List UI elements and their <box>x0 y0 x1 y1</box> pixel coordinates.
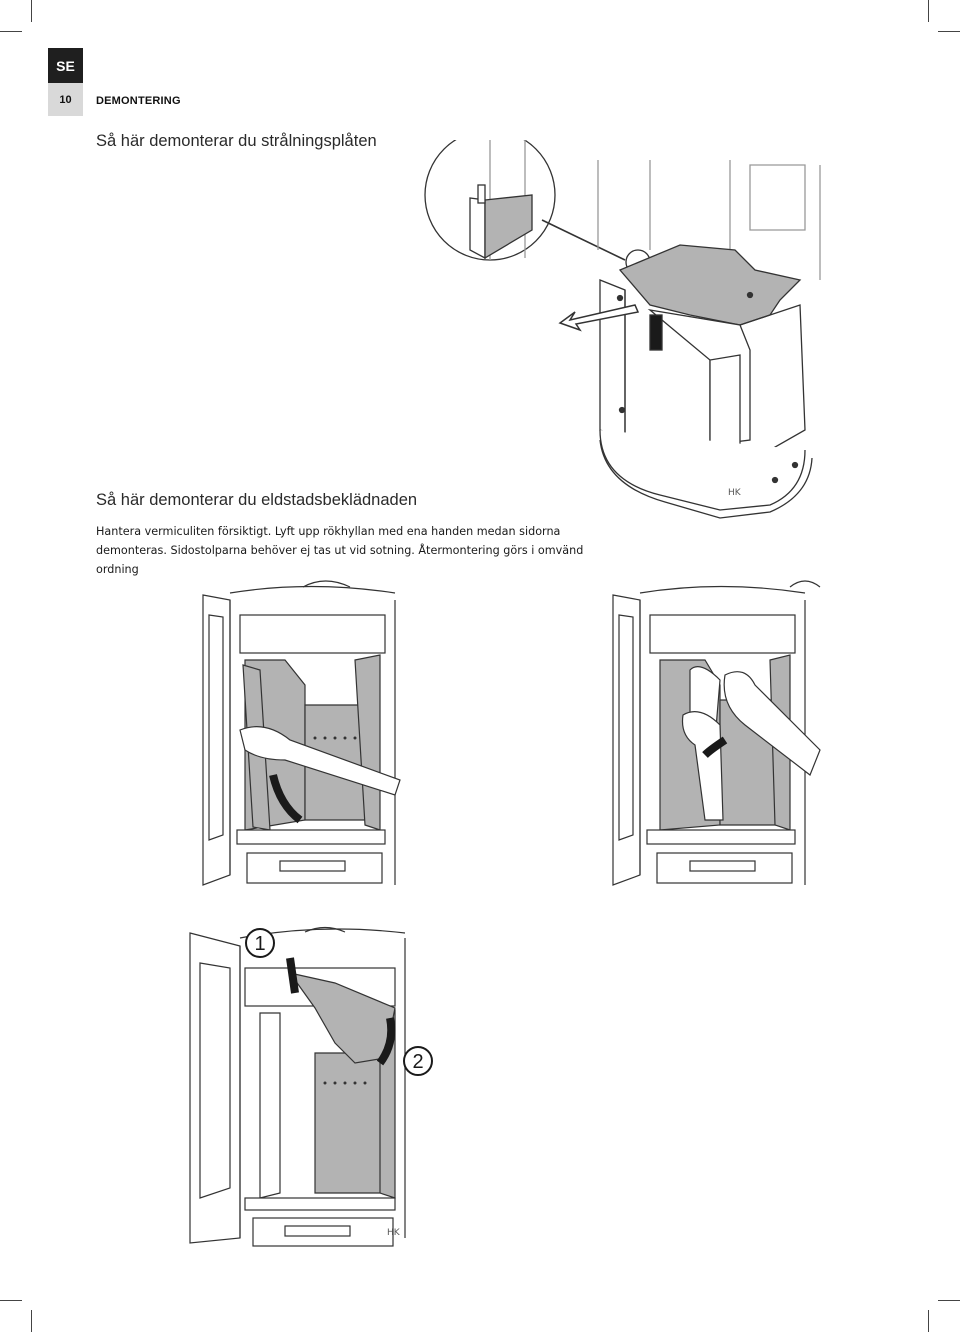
crop-mark-top-left-h <box>0 31 22 32</box>
crop-mark-bottom-right-h <box>938 1300 960 1301</box>
crop-mark-bottom-left <box>31 1310 32 1332</box>
step-one-circle <box>245 928 275 958</box>
language-badge: SE <box>48 48 83 83</box>
brand-mark-bottom: HK <box>387 1228 401 1238</box>
radiation-plate-heading: Så här demonterar du strålningsplåten <box>96 132 377 150</box>
crop-mark-top-left <box>31 0 32 22</box>
lift-smoke-shelf-illustration <box>612 580 821 886</box>
radiation-plate-illustration: HK <box>424 140 821 519</box>
step-two-circle <box>403 1046 433 1076</box>
remove-side-panel-illustration <box>202 580 401 886</box>
step-one-label: 1 <box>254 933 265 955</box>
firebox-lining-heading: Så här demonterar du eldstadsbeklädnaden <box>96 491 418 509</box>
crop-mark-top-right <box>928 0 929 22</box>
crop-mark-bottom-right <box>928 1310 929 1332</box>
remove-smoke-shelf-illustration: 1 2 HK <box>189 926 433 1247</box>
crop-mark-bottom-left-h <box>0 1300 22 1301</box>
page-number: 10 <box>48 83 83 116</box>
step-two-label: 2 <box>412 1051 423 1073</box>
section-title: DEMONTERING <box>96 95 181 107</box>
crop-mark-top-right-h <box>938 31 960 32</box>
brand-mark-top: HK <box>728 488 742 498</box>
firebox-lining-instructions: Hantera vermiculiten försiktigt. Lyft up… <box>96 525 584 576</box>
